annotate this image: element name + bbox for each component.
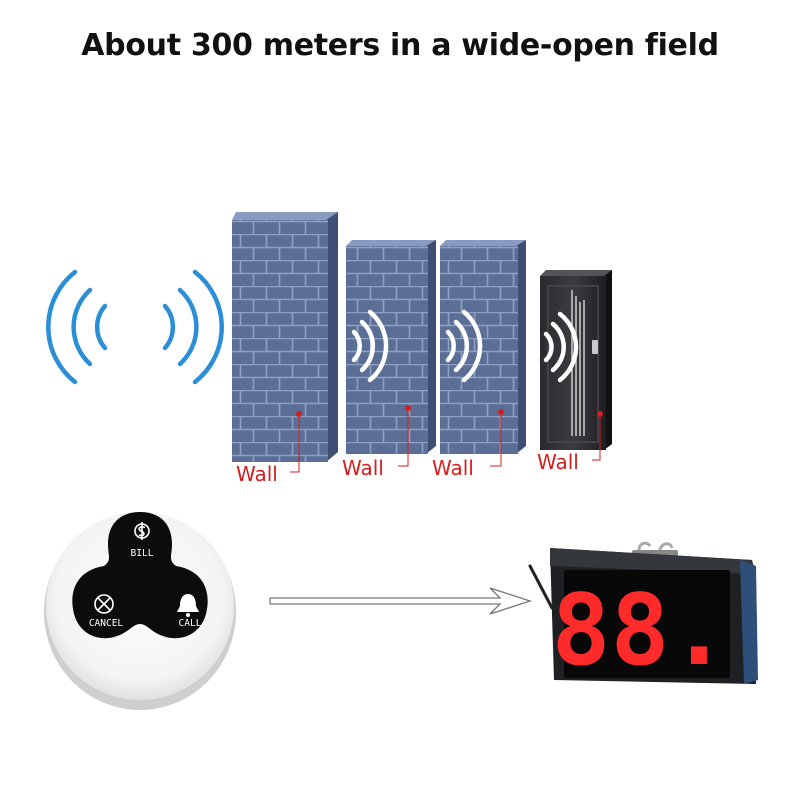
call-button-pager (44, 512, 236, 710)
signal-waves-right (162, 269, 224, 385)
display-digits: 88. (551, 574, 728, 688)
wall-label-dots (296, 405, 603, 417)
dollar-icon (134, 522, 150, 540)
wall-label-3: Wall (432, 456, 474, 480)
number-display-receiver: 88. (528, 541, 758, 688)
door (540, 270, 612, 450)
cancel-icon (94, 594, 114, 614)
call-label: CALL (179, 618, 202, 629)
signal-waves-wall-3 (445, 309, 483, 383)
page-title: About 300 meters in a wide-open field (81, 28, 719, 63)
brick-wall-1 (232, 212, 338, 462)
bill-label: BILL (131, 548, 154, 559)
wall-label-4: Wall (537, 450, 579, 474)
wall-label-1: Wall (236, 462, 278, 486)
cancel-label: CANCEL (89, 618, 124, 629)
signal-waves-door (543, 311, 579, 383)
arrow-icon (269, 587, 533, 615)
bell-icon (177, 594, 199, 617)
signal-waves-left (46, 269, 108, 385)
signal-waves-wall-2 (351, 309, 389, 383)
wall-label-leaders (290, 408, 601, 473)
wall-label-2: Wall (342, 456, 384, 480)
